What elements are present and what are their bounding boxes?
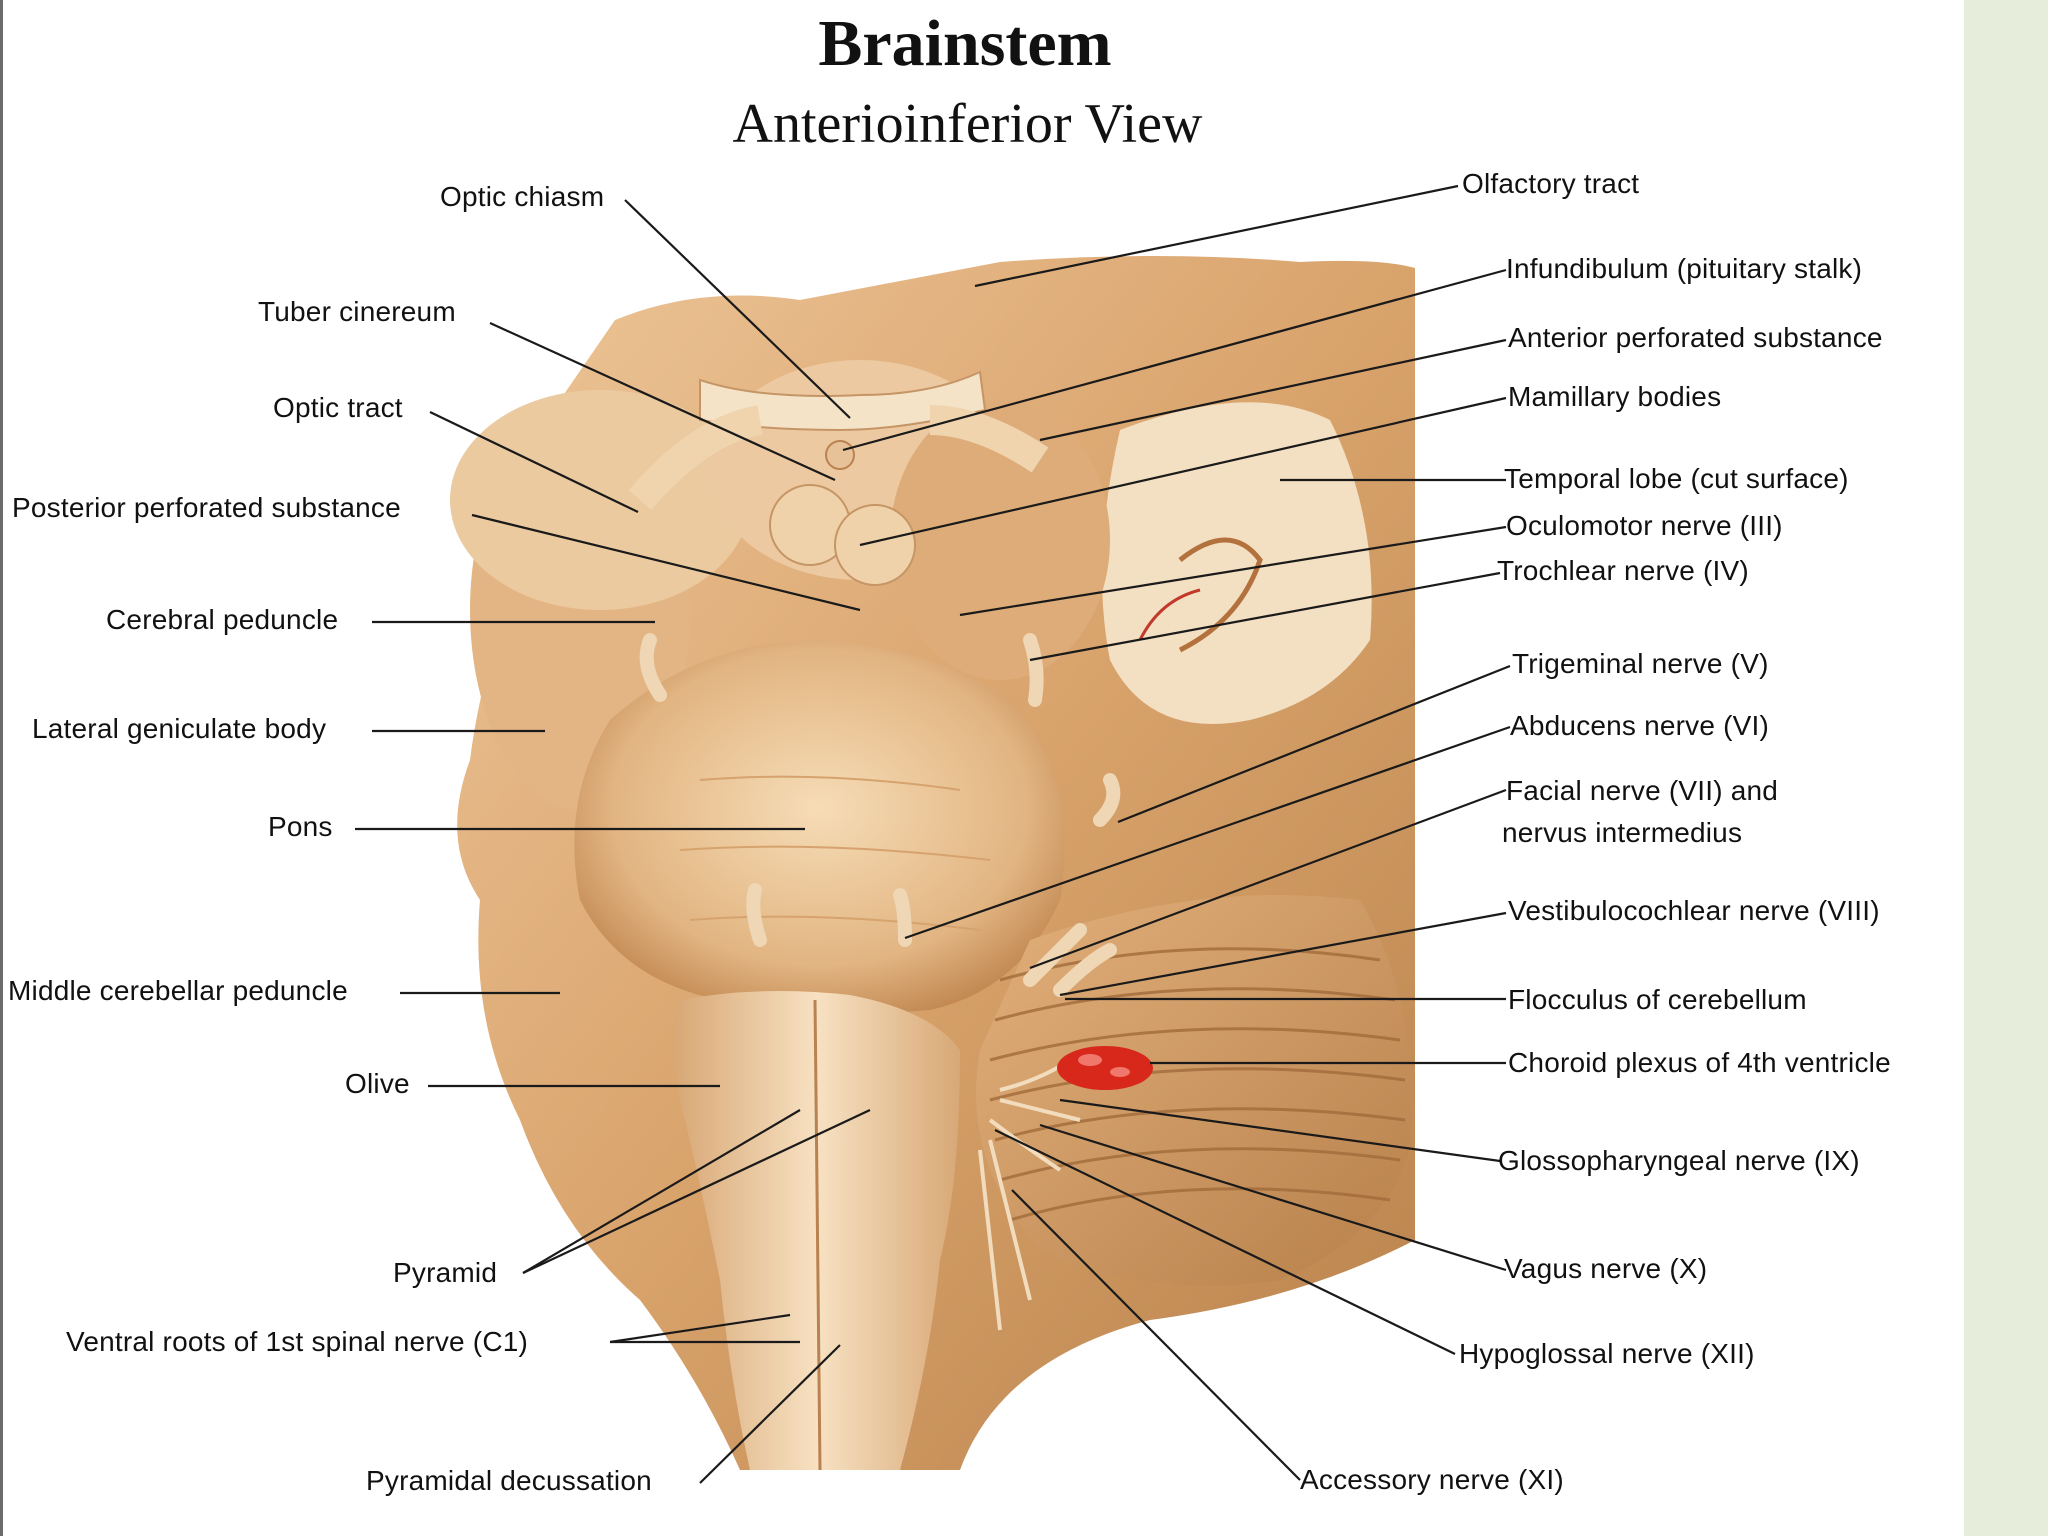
label-pyramidal-decussation: Pyramidal decussation [366,1465,652,1496]
label-glossopharyngeal-nerve: Glossopharyngeal nerve (IX) [1498,1145,1860,1176]
slide-left-border [0,0,3,1536]
brainstem-illustration [355,184,1511,1484]
label-choroid-plexus: Choroid plexus of 4th ventricle [1508,1047,1891,1078]
choroid-plexus-shape [1057,1046,1153,1090]
label-optic-chiasm: Optic chiasm [440,181,605,212]
optic-chiasm-shape [699,370,987,432]
pons-shape [574,640,1065,1014]
label-cerebral-peduncle: Cerebral peduncle [106,604,339,635]
leader-lines [355,184,1511,1484]
label-lateral-geniculate-body: Lateral geniculate body [32,713,327,744]
diagram-title: Brainstem [818,7,1112,80]
label-trochlear-nerve: Trochlear nerve (IV) [1497,555,1749,586]
label-optic-tract: Optic tract [273,392,403,423]
label-anterior-perforated-substance: Anterior perforated substance [1508,322,1883,353]
label-oculomotor-nerve: Oculomotor nerve (III) [1506,510,1783,541]
label-ventral-roots-c1: Ventral roots of 1st spinal nerve (C1) [66,1326,529,1357]
label-vagus-nerve: Vagus nerve (X) [1504,1253,1708,1284]
diagram-subtitle: Anterioinferior View [732,93,1203,155]
mamillary-body-right [834,504,916,586]
label-olfactory-tract: Olfactory tract [1462,168,1640,199]
label-pyramid: Pyramid [393,1257,498,1288]
label-olive: Olive [345,1068,410,1099]
label-accessory-nerve: Accessory nerve (XI) [1300,1464,1564,1495]
label-temporal-lobe: Temporal lobe (cut surface) [1504,463,1849,494]
cerebellum-shape [976,895,1412,1286]
label-abducens-nerve: Abducens nerve (VI) [1510,710,1770,741]
label-vestibulocochlear-nerve: Vestibulocochlear nerve (VIII) [1508,895,1880,926]
label-facial-nerve-line2: nervus intermedius [1502,817,1743,848]
label-middle-cerebellar-peduncle: Middle cerebellar peduncle [8,975,348,1006]
label-mamillary-bodies: Mamillary bodies [1508,381,1722,412]
temporal-cut-surface [1102,402,1372,724]
label-infundibulum: Infundibulum (pituitary stalk) [1506,253,1863,284]
side-panel [1964,0,2048,1536]
label-pons: Pons [268,811,333,842]
label-flocculus: Flocculus of cerebellum [1508,984,1807,1015]
label-posterior-perforated-substance: Posterior perforated substance [12,492,401,523]
label-facial-nerve-line1: Facial nerve (VII) and [1506,775,1779,806]
label-tuber-cinereum: Tuber cinereum [258,296,456,327]
label-hypoglossal-nerve: Hypoglossal nerve (XII) [1459,1338,1755,1369]
label-trigeminal-nerve: Trigeminal nerve (V) [1512,648,1769,679]
